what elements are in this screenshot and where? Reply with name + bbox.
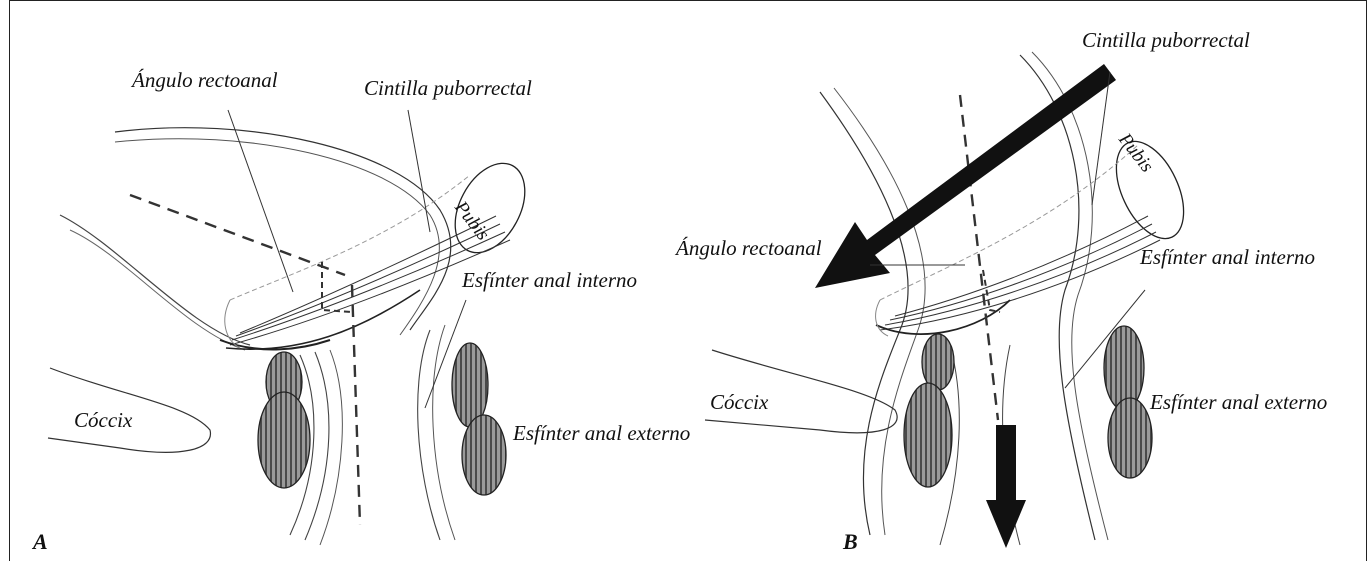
external-sphincter-a-left (258, 392, 310, 488)
external-sphincter-b-left (904, 383, 952, 487)
panel-label-a: A (33, 531, 48, 553)
label-external-sphincter-b: Esfínter anal externo (1150, 392, 1327, 413)
label-puborectal-sling-b: Cintilla puborrectal (1082, 30, 1250, 51)
label-rectoanal-angle-b: Ángulo rectoanal (676, 238, 822, 259)
panel-b-drawing (705, 52, 1197, 548)
force-arrow-diagonal (815, 64, 1116, 288)
label-internal-sphincter-a: Esfínter anal interno (462, 270, 637, 291)
external-sphincter-a-right (462, 415, 506, 495)
label-coccyx-a: Cóccix (74, 410, 132, 431)
pubis-shape-b (1103, 131, 1198, 249)
panel-a-drawing (48, 110, 539, 545)
label-external-sphincter-a: Esfínter anal externo (513, 423, 690, 444)
label-internal-sphincter-b: Esfínter anal interno (1140, 247, 1315, 268)
external-sphincter-b-right (1108, 398, 1152, 478)
internal-sphincter-a-right (452, 343, 488, 427)
internal-sphincter-b-right (1104, 326, 1144, 410)
label-rectoanal-angle-a: Ángulo rectoanal (132, 70, 278, 91)
label-coccyx-b: Cóccix (710, 392, 768, 413)
label-puborectal-sling-a: Cintilla puborrectal (364, 78, 532, 99)
internal-sphincter-b-left (922, 334, 954, 390)
panel-label-b: B (843, 531, 858, 553)
force-arrow-down (986, 425, 1026, 548)
